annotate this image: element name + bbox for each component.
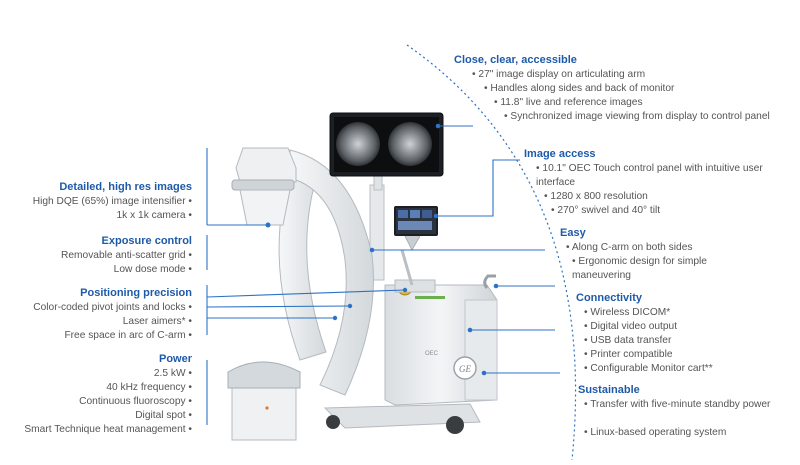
label-item: • Ergonomic design for simple maneuverin…: [572, 256, 707, 281]
generator-indicator: [265, 406, 269, 410]
leader-dot-connectivity-2: [467, 327, 473, 333]
label-item: Removable anti-scatter grid •: [61, 250, 192, 261]
label-item: • Along C-arm on both sides: [566, 242, 693, 253]
label-item: • 270° swivel and 40° tilt: [551, 205, 661, 216]
leader-dot-positioning-2: [347, 303, 353, 309]
label-item: 2.5 kW •: [153, 368, 192, 379]
section-title-power: Power: [158, 353, 192, 365]
green-band: [415, 296, 445, 299]
label-item: • Linux-based operating system: [584, 427, 727, 438]
oec-mark: OEC: [425, 351, 439, 357]
leader-right-panel: [436, 159, 520, 217]
label-item: • 1280 x 800 resolution: [544, 191, 648, 202]
label-item: • Synchronized image viewing from displa…: [504, 111, 770, 122]
label-item: Smart Technique heat management •: [24, 424, 192, 435]
leader-dot-panel: [433, 213, 439, 219]
touch-panel-tile-1: [398, 210, 408, 218]
touch-panel-tile-4: [398, 221, 432, 230]
section-title-images: Detailed, high res images: [59, 181, 192, 193]
label-item: • Transfer with five-minute standby powe…: [584, 399, 771, 410]
decorative-arc: [406, 44, 577, 461]
section-title-connectivity: Connectivity: [576, 292, 643, 304]
ge-logo-mark: GE: [459, 364, 471, 374]
label-item: High DQE (65%) image intensifier •: [32, 196, 192, 207]
label-item: Low dose mode •: [113, 264, 192, 275]
section-title-sustainable: Sustainable: [578, 384, 640, 396]
generator-collar: [227, 361, 301, 389]
leader-left-positioning-2: [206, 305, 351, 308]
section-title-easy: Easy: [560, 227, 586, 239]
label-item: • 10.1" OEC Touch control panel with int…: [536, 163, 763, 188]
cart-panel: [464, 299, 498, 401]
wheel-back: [326, 415, 340, 429]
cart-handle: [483, 274, 496, 289]
ge-logo-ring: [453, 356, 477, 380]
leader-dot-positioning-1: [402, 287, 408, 293]
leader-dot-easy: [369, 247, 375, 253]
label-item: Continuous fluoroscopy •: [79, 396, 192, 407]
label-item: • 11.8" live and reference images: [494, 97, 643, 108]
touch-panel-tile-3: [422, 210, 432, 218]
leader-dot-connectivity: [493, 283, 499, 289]
label-item: • USB data transfer: [584, 335, 672, 346]
label-item: • 27" image display on articulating arm: [472, 69, 646, 80]
label-item: • Printer compatible: [584, 349, 673, 360]
label-item: 40 kHz frequency •: [106, 382, 192, 393]
leader-dot-display: [435, 123, 441, 129]
label-item: 1k x 1k camera •: [116, 210, 192, 221]
arm-handle: [400, 249, 414, 286]
section-title-positioning: Positioning precision: [80, 287, 192, 299]
leader-dot-sustainable: [481, 370, 487, 376]
c-arm-outer: [289, 149, 374, 396]
section-title-exposure: Exposure control: [101, 235, 192, 247]
label-item: Laser aimers* •: [122, 316, 192, 327]
label-item: • Handles along sides and back of monito…: [484, 83, 675, 94]
touch-panel-tile-2: [410, 210, 420, 218]
label-item: • Configurable Monitor cart**: [584, 363, 713, 374]
main-monitor-image-right: [388, 122, 432, 166]
main-monitor-image-left: [336, 122, 380, 166]
label-item: Free space in arc of C-arm •: [64, 330, 192, 341]
label-item: • Wireless DICOM*: [584, 307, 671, 318]
label-item: Color-coded pivot joints and locks •: [33, 302, 192, 313]
label-item: • Digital video output: [584, 321, 678, 332]
leader-left-positioning-1: [206, 289, 406, 298]
section-title-display: Close, clear, accessible: [454, 54, 577, 66]
section-title-image-access: Image access: [524, 148, 596, 160]
leader-dot-images: [265, 222, 271, 228]
wheel-front: [446, 416, 464, 434]
leader-dot-positioning-3: [332, 315, 338, 321]
image-intensifier: [235, 147, 297, 183]
intensifier-cup: [239, 189, 291, 226]
label-item: Digital spot •: [135, 410, 192, 421]
